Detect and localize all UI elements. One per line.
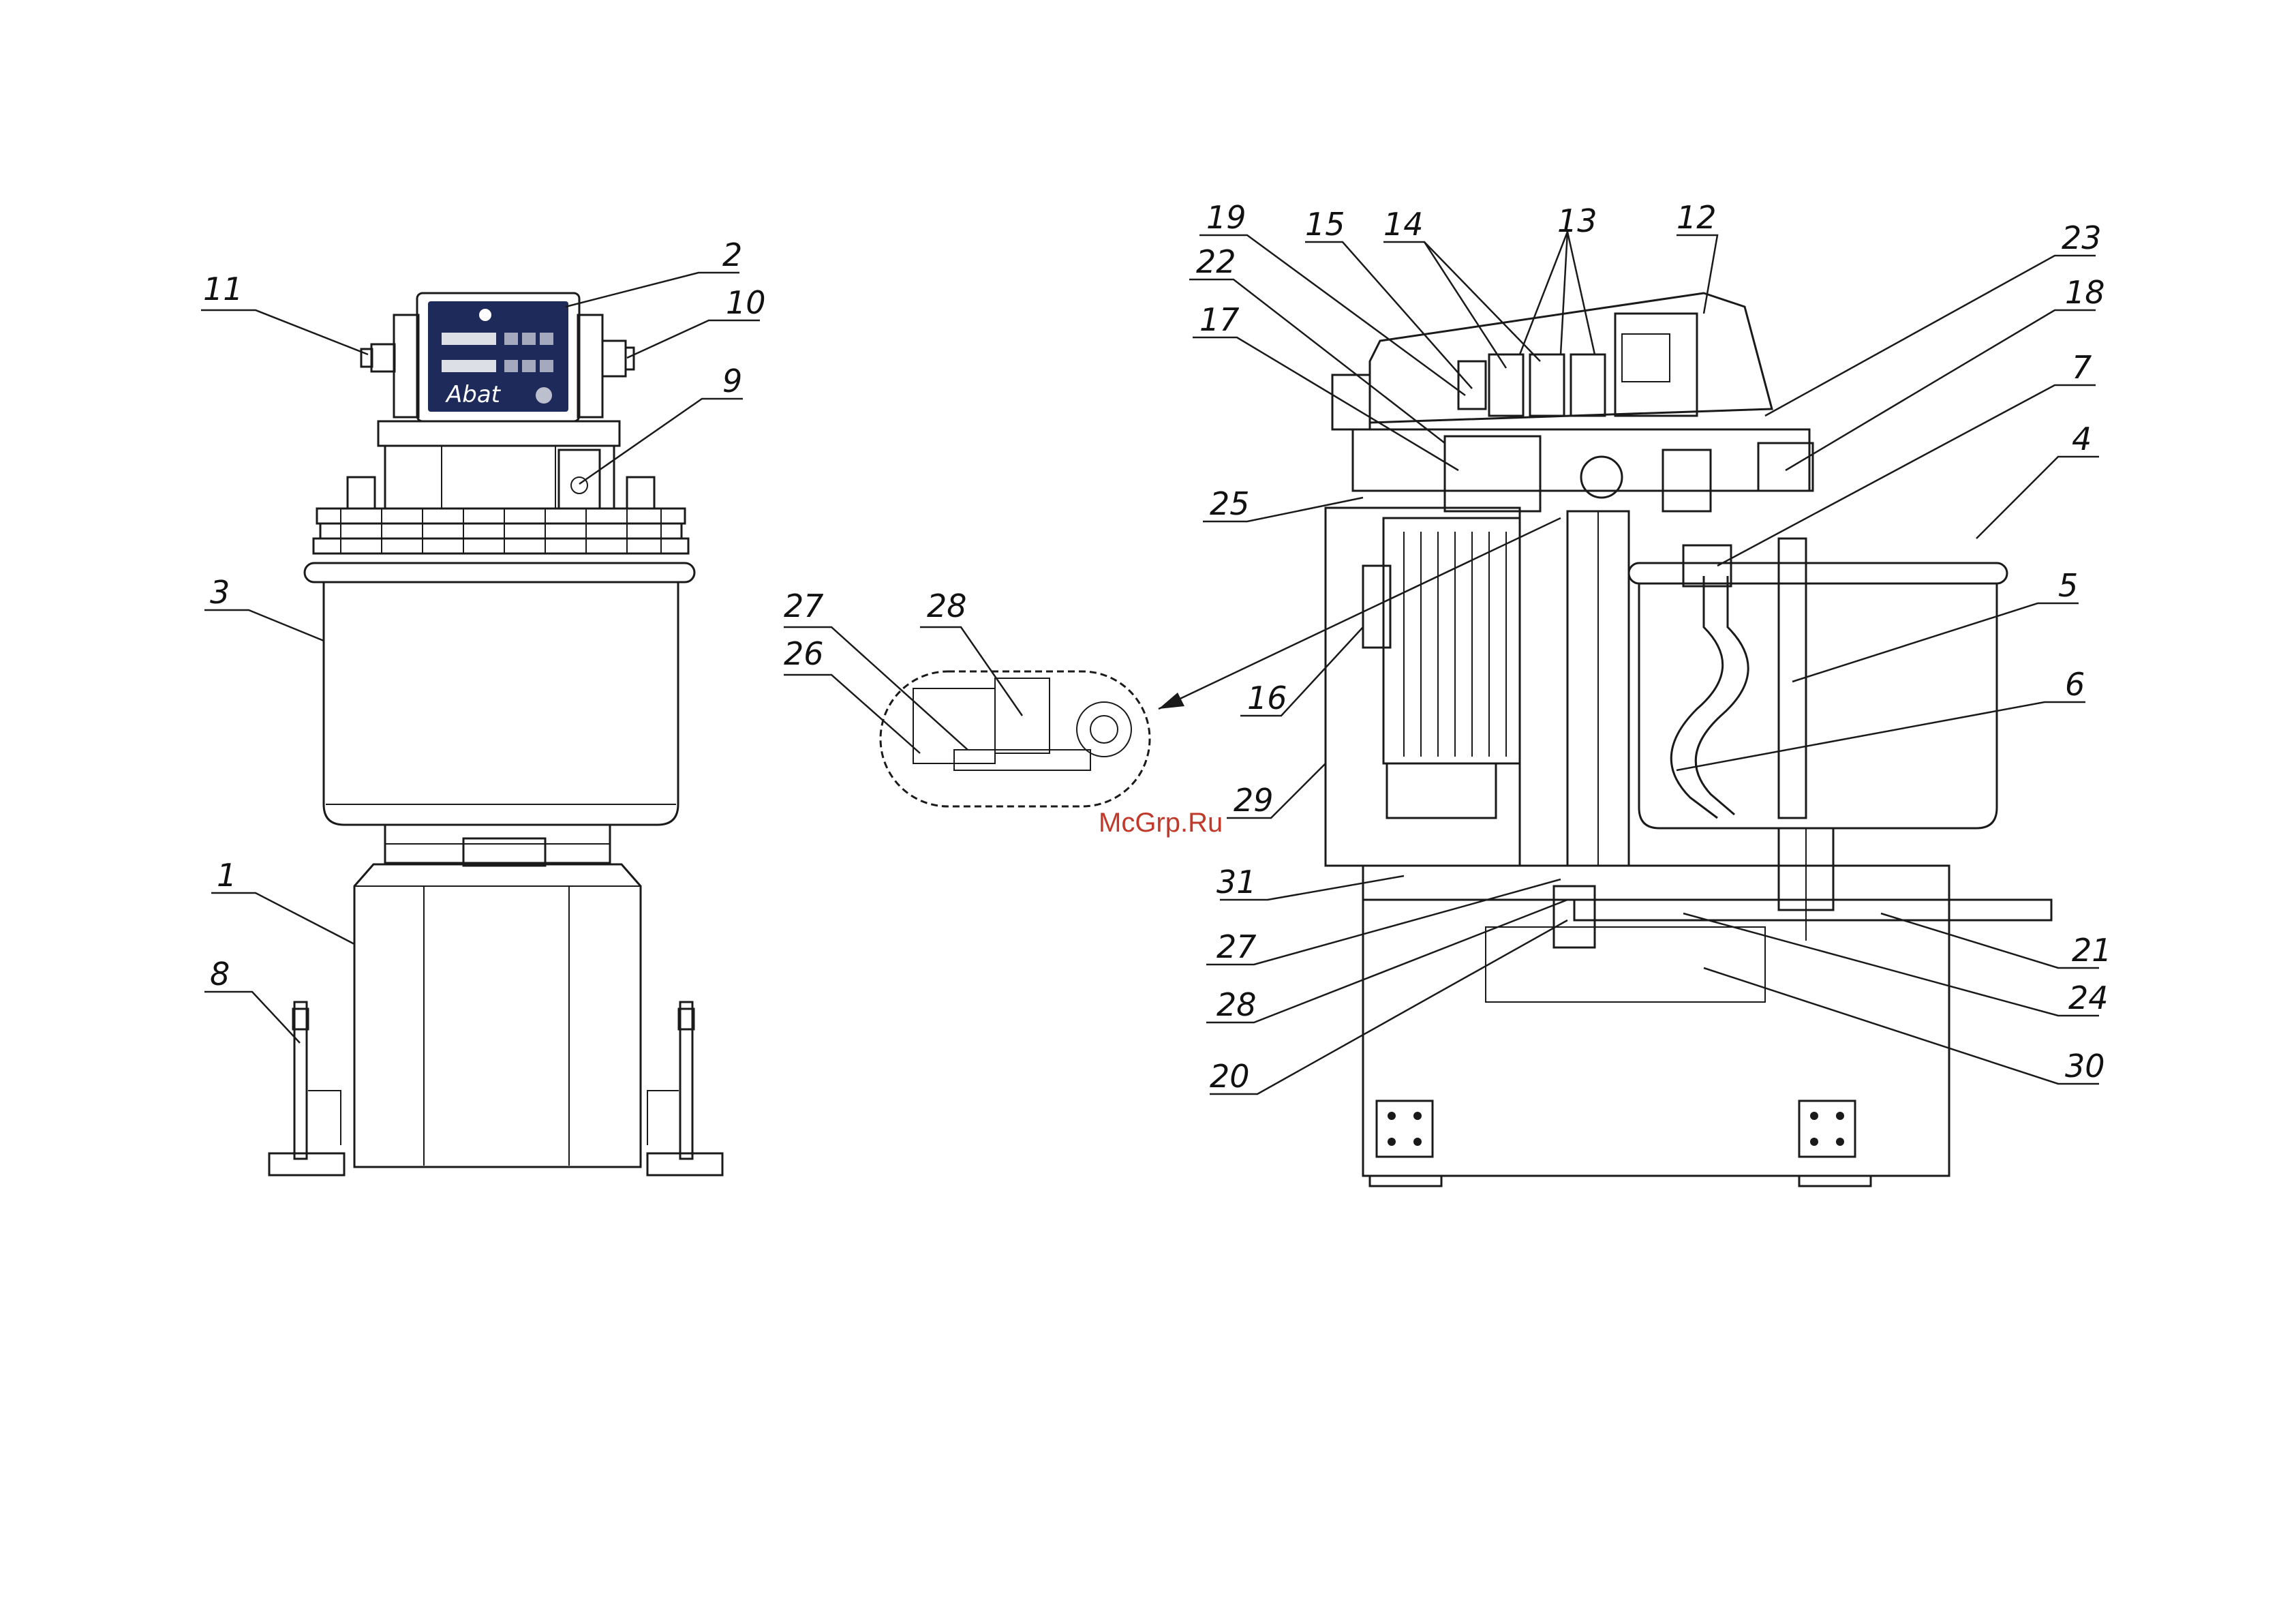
control-panel-brand: Abat: [445, 381, 502, 408]
callout-2: 2: [722, 237, 742, 273]
callout-28: 28: [1216, 986, 1257, 1023]
watermark: McGrp.Ru: [1099, 808, 1223, 838]
callout-4: 4: [2072, 421, 2092, 457]
callout-20: 20: [1210, 1058, 1250, 1095]
callout-1: 1: [217, 857, 236, 894]
callout-13: 13: [1557, 202, 1597, 239]
callout-30: 30: [2065, 1048, 2105, 1084]
side-section-view: [1326, 293, 2051, 1186]
detail-callout-26: 26: [784, 635, 824, 672]
callout-22: 22: [1196, 243, 1236, 280]
callout-15: 15: [1305, 206, 1345, 243]
detail-callout-27: 27: [784, 588, 824, 624]
callout-19: 19: [1206, 199, 1246, 236]
callout-29: 29: [1234, 782, 1274, 819]
front-view: Abat: [269, 293, 722, 1175]
callout-23: 23: [2062, 219, 2102, 256]
callout-12: 12: [1677, 199, 1717, 236]
callout-21: 21: [2072, 932, 2112, 969]
callout-11: 11: [203, 271, 243, 307]
callout-17: 17: [1199, 301, 1240, 338]
callout-31: 31: [1216, 864, 1257, 900]
callout-10: 10: [726, 284, 766, 321]
callout-3: 3: [210, 574, 230, 611]
callout-27: 27: [1216, 928, 1257, 965]
callout-25: 25: [1210, 485, 1250, 522]
callout-7: 7: [2072, 349, 2092, 386]
callout-9: 9: [722, 363, 742, 399]
callout-18: 18: [2065, 274, 2105, 311]
callout-5: 5: [2058, 567, 2078, 604]
callout-14: 14: [1383, 206, 1424, 243]
callout-24: 24: [2068, 980, 2109, 1016]
callout-6: 6: [2065, 666, 2085, 703]
callout-8: 8: [210, 956, 230, 992]
detail-callout-28: 28: [927, 588, 967, 624]
callout-16: 16: [1247, 680, 1287, 716]
